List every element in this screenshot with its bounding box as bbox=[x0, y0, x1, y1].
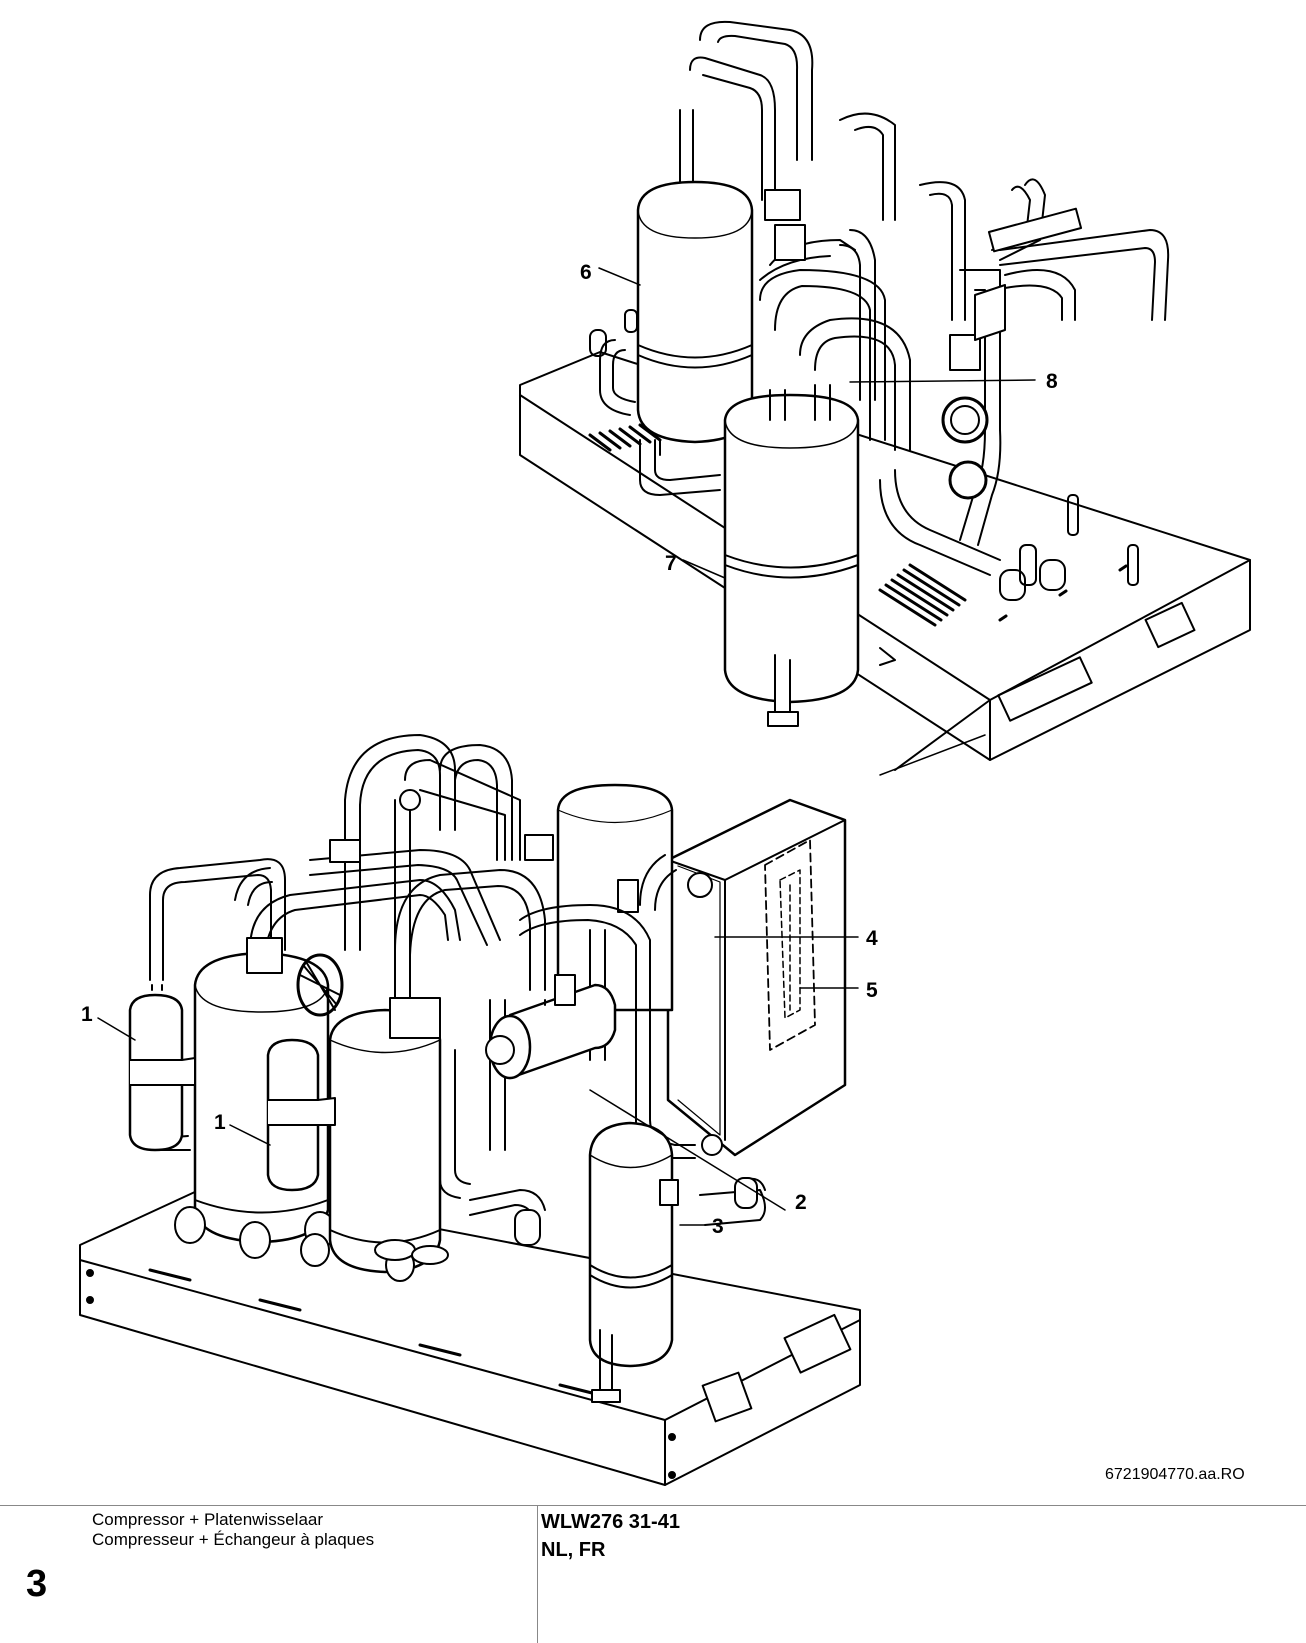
lower-pipework bbox=[129, 734, 766, 1246]
lower-valve-cluster bbox=[329, 789, 554, 1265]
callout-label-1-center: 1 bbox=[214, 1111, 226, 1134]
compressor-middle bbox=[300, 997, 442, 1282]
footer-divider-horizontal bbox=[0, 1505, 1306, 1506]
oil-separator-2 bbox=[488, 974, 617, 1080]
suction-accumulator-1b bbox=[266, 1038, 336, 1192]
caption-dutch: Compressor + Platenwisselaar bbox=[92, 1510, 324, 1529]
lower-base-plate bbox=[79, 1184, 861, 1486]
document-id: 6721904770.aa.RO bbox=[1105, 1466, 1245, 1483]
liquid-receiver-3 bbox=[588, 1121, 679, 1403]
callout-label-3: 3 bbox=[712, 1215, 724, 1238]
coil-motor bbox=[296, 953, 344, 1017]
accumulator-tank-7 bbox=[723, 384, 896, 727]
language-codes: NL, FR bbox=[541, 1539, 606, 1561]
callout-label-6: 6 bbox=[580, 261, 592, 284]
callout-label-7: 7 bbox=[665, 552, 677, 575]
plate-heat-exchanger bbox=[666, 798, 847, 1157]
callout-label-5: 5 bbox=[866, 979, 878, 1002]
callout-label-4: 4 bbox=[866, 927, 878, 950]
suction-accumulator-1a bbox=[128, 984, 196, 1152]
model-number: WLW276 31-41 bbox=[541, 1511, 680, 1533]
footer-divider-vertical bbox=[537, 1505, 538, 1643]
upper-assembly bbox=[519, 20, 1251, 776]
upper-vent-slots bbox=[588, 419, 967, 627]
upper-leader-lines bbox=[598, 267, 1036, 579]
callout-label-1-left: 1 bbox=[81, 1003, 93, 1026]
callout-label-8: 8 bbox=[1046, 370, 1058, 393]
page-number: 3 bbox=[26, 1563, 48, 1605]
rear-tank bbox=[556, 783, 674, 1012]
exploded-parts-drawing bbox=[79, 20, 1251, 1486]
lower-assembly bbox=[79, 734, 861, 1486]
callout-label-2: 2 bbox=[795, 1191, 807, 1214]
lower-leader-lines bbox=[97, 936, 859, 1226]
footer: Compressor + Platenwisselaar Compresseur… bbox=[0, 1505, 1306, 1643]
upper-valve-cluster bbox=[764, 189, 1083, 500]
caption-french: Compresseur + Échangeur à plaques bbox=[92, 1530, 375, 1549]
